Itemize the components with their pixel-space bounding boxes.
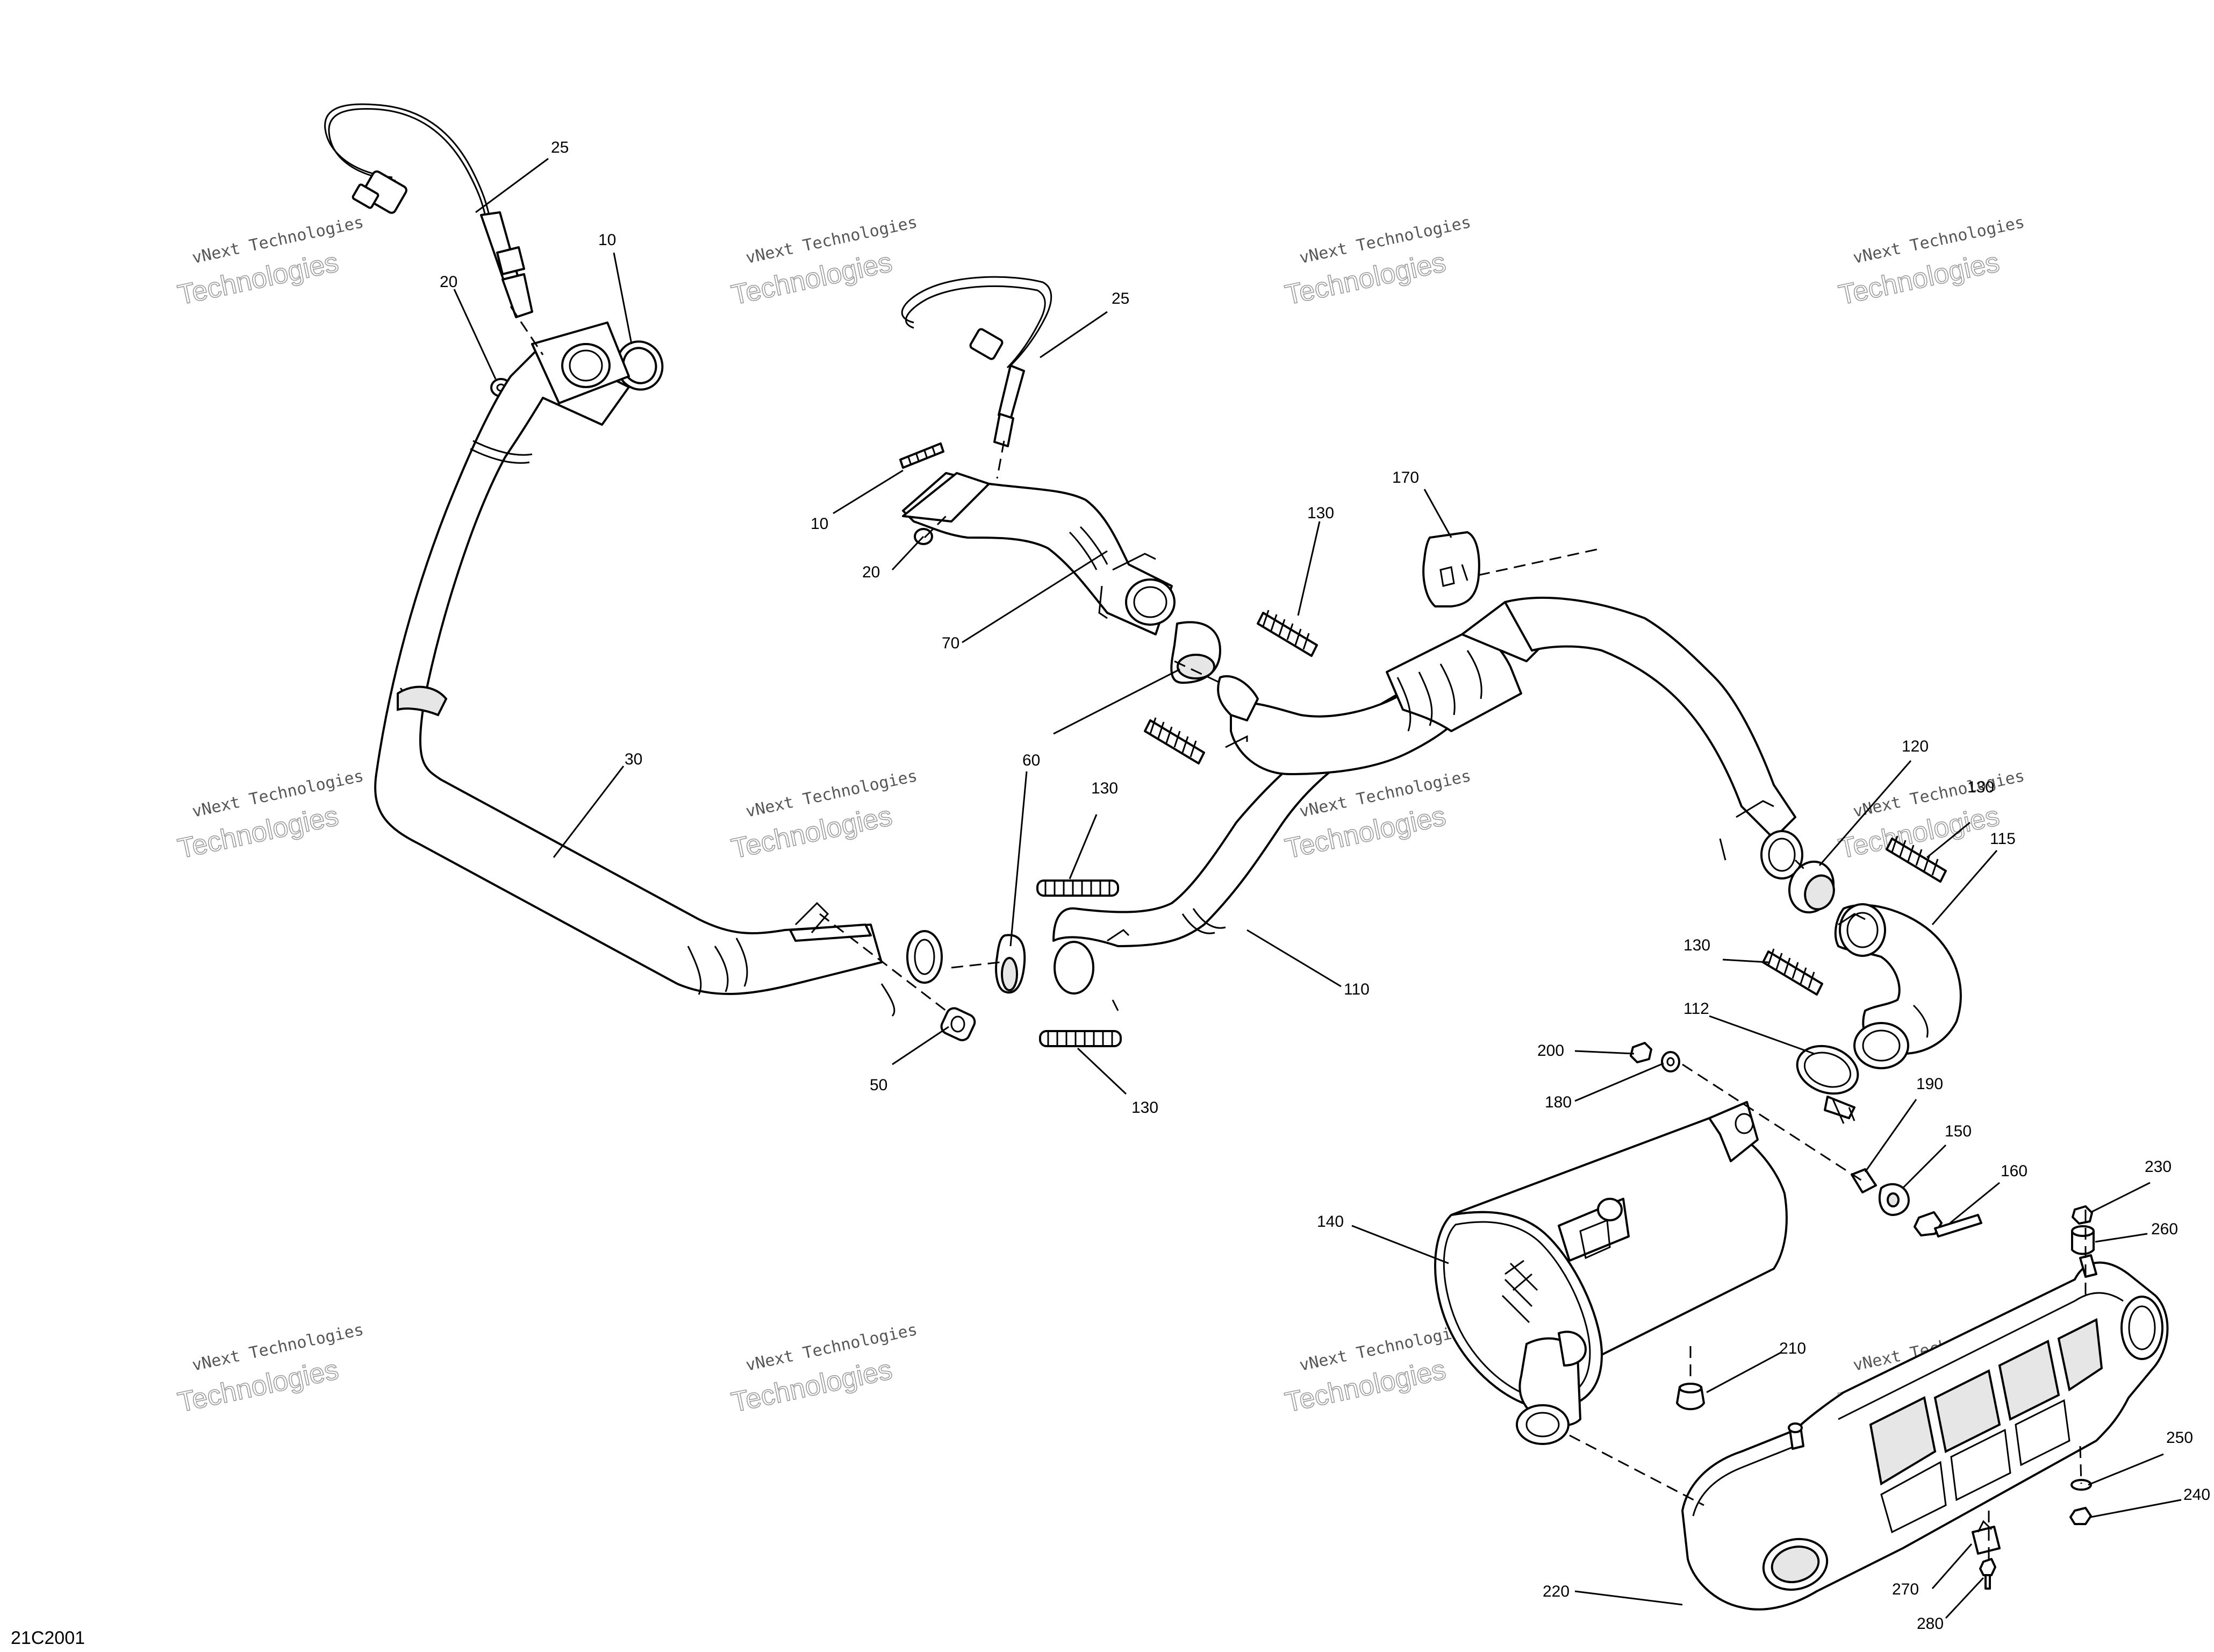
nut-230	[2072, 1205, 2093, 1225]
callout-10-right: 10	[811, 515, 828, 533]
bolt-160	[1914, 1211, 1982, 1238]
bracket-170	[1422, 531, 1480, 607]
washer-250	[2070, 1479, 2092, 1491]
oxygen-sensor-left	[324, 103, 533, 318]
heat-shield-220	[1681, 1254, 2169, 1611]
callout-240: 240	[2183, 1486, 2210, 1504]
callout-50: 50	[870, 1076, 887, 1094]
callout-20-left: 20	[440, 273, 457, 291]
grommet-150	[1878, 1183, 1910, 1216]
callout-200: 200	[1537, 1042, 1564, 1060]
oxygen-sensor-right	[901, 276, 1052, 447]
leader-lines	[453, 158, 2182, 1619]
callout-30: 30	[625, 750, 642, 768]
spring-130-upper-joint	[1036, 879, 1119, 897]
callout-270: 270	[1892, 1581, 1919, 1598]
clamp-112	[1796, 1045, 1859, 1124]
callout-260: 260	[2151, 1220, 2178, 1238]
y-pipe-110	[1052, 596, 1803, 1011]
callout-210: 210	[1779, 1340, 1806, 1357]
callout-60: 60	[1022, 752, 1040, 769]
mount-210	[1676, 1383, 1705, 1411]
spring-130-lower-joint	[1039, 1030, 1122, 1047]
callout-70: 70	[942, 634, 959, 652]
seal-60-left	[995, 934, 1026, 994]
callout-25-left: 25	[551, 139, 569, 156]
callout-180: 180	[1545, 1093, 1572, 1111]
callout-20-right: 20	[862, 563, 880, 581]
header-pipe-70	[902, 472, 1176, 635]
muffler-140	[1434, 1101, 1788, 1445]
callout-labels: 25 10 20 25 10 20 70 30 60 50 130 130 13…	[440, 139, 2210, 1633]
seal-60-right	[1170, 621, 1221, 684]
spacer-260	[2071, 1225, 2095, 1255]
callout-110: 110	[1344, 981, 1370, 998]
spring-130-top	[1257, 610, 1318, 657]
grommet-50	[940, 1007, 976, 1041]
callout-25-right: 25	[1112, 290, 1129, 307]
callout-130-right-lower: 130	[1683, 936, 1710, 954]
screw-280	[1979, 1558, 1996, 1590]
callout-220: 220	[1543, 1583, 1570, 1600]
bolt-200	[1630, 1042, 1652, 1063]
callout-170: 170	[1392, 469, 1419, 487]
callout-120: 120	[1902, 738, 1929, 755]
callout-250: 250	[2166, 1429, 2193, 1447]
seal-120	[1788, 860, 1835, 914]
callout-190: 190	[1916, 1075, 1943, 1093]
callout-112: 112	[1683, 1000, 1709, 1018]
spring-10	[899, 442, 944, 469]
callout-115: 115	[1990, 830, 2016, 848]
callout-140: 140	[1317, 1213, 1344, 1231]
spacer-190	[1851, 1168, 1877, 1193]
spring-130-right-upper	[1886, 835, 1947, 883]
callout-130-top: 130	[1307, 504, 1334, 522]
elbow-pipe-115	[1834, 903, 1962, 1069]
header-pipe-30	[374, 321, 943, 1017]
spring-130-middle	[1144, 717, 1205, 764]
diagram-code: 21C2001	[11, 1628, 85, 1648]
callout-130-middle: 130	[1091, 779, 1118, 797]
washer-180	[1661, 1051, 1680, 1072]
spring-130-right-lower	[1762, 948, 1823, 996]
callout-130-right-upper: 130	[1967, 778, 1994, 796]
bolt-240	[2069, 1507, 2092, 1525]
callout-160: 160	[2001, 1162, 2027, 1180]
callout-130-lower: 130	[1131, 1099, 1158, 1117]
clip-270	[1972, 1520, 2001, 1555]
assembly-lines	[510, 306, 2087, 1559]
callout-280: 280	[1917, 1615, 1944, 1633]
callout-150: 150	[1945, 1122, 1972, 1140]
callout-10-left: 10	[598, 231, 616, 249]
callout-230: 230	[2145, 1158, 2172, 1176]
